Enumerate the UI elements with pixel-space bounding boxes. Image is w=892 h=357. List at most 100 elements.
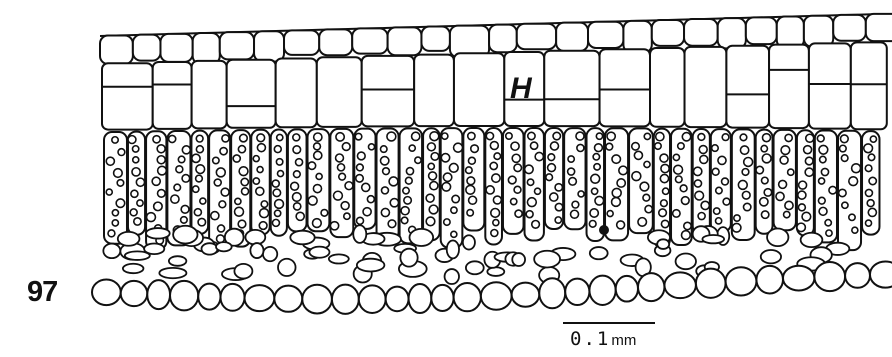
chloroplast — [700, 155, 708, 163]
spongy-cell — [263, 247, 277, 261]
chloroplast — [196, 165, 205, 174]
chloroplast — [117, 180, 124, 187]
spongy-cell — [159, 268, 186, 278]
chloroplast — [515, 210, 522, 217]
chloroplast — [171, 195, 179, 203]
chloroplast — [345, 182, 353, 190]
spongy-cell — [250, 243, 263, 258]
chloroplast — [493, 196, 501, 204]
chloroplast — [337, 164, 344, 171]
chloroplast — [606, 143, 613, 150]
chloroplast — [403, 187, 409, 193]
chloroplast — [153, 136, 160, 143]
chloroplast — [698, 134, 705, 141]
chloroplast — [660, 154, 668, 162]
chloroplast — [339, 173, 346, 180]
chloroplast — [821, 168, 828, 175]
chloroplast — [273, 189, 280, 196]
chloroplast — [112, 210, 118, 216]
epidermis-cell — [746, 17, 777, 44]
chloroplast — [868, 208, 876, 216]
chloroplast — [471, 145, 479, 153]
chloroplast — [595, 196, 604, 205]
lower-epidermis-cell — [409, 284, 432, 313]
chloroplast — [294, 203, 301, 210]
chloroplast — [405, 177, 412, 184]
chloroplast — [469, 196, 477, 204]
chloroplast — [443, 173, 451, 181]
chloroplast — [368, 144, 374, 150]
lower-epidermis-cell — [121, 281, 148, 306]
chloroplast — [380, 146, 387, 153]
chloroplast — [344, 213, 350, 219]
spongy-cell — [234, 264, 252, 279]
chloroplast — [870, 136, 876, 142]
chloroplast — [680, 185, 687, 192]
chloroplast — [241, 178, 248, 185]
chloroplast — [293, 134, 300, 141]
chloroplast — [572, 201, 579, 208]
chloroplast — [486, 186, 494, 194]
chloroplast — [607, 211, 613, 217]
chloroplast — [116, 199, 125, 208]
chloroplast — [277, 171, 283, 177]
chloroplast — [467, 177, 475, 185]
chloroplast — [776, 192, 784, 200]
chloroplast — [806, 134, 814, 142]
lower-epidermis-cell — [221, 284, 245, 311]
hypodermis-cell — [414, 55, 454, 127]
spongy-cell — [123, 264, 144, 273]
chloroplast — [576, 132, 584, 140]
chloroplast — [743, 203, 750, 210]
chloroplast — [849, 177, 858, 186]
spongy-cell — [309, 247, 329, 258]
chloroplast — [106, 189, 112, 195]
chloroplast — [740, 134, 747, 141]
chloroplast — [357, 217, 364, 224]
chloroplast — [508, 176, 516, 184]
epidermis-cell — [556, 23, 588, 51]
hypodermis-cell — [769, 45, 809, 129]
chloroplast — [701, 201, 709, 209]
palisade-layer — [104, 128, 879, 250]
chloroplast — [694, 180, 701, 187]
chloroplast — [257, 144, 265, 152]
chloroplast — [415, 157, 421, 163]
chloroplast — [451, 207, 457, 213]
chloroplast — [240, 134, 248, 142]
spongy-cell — [329, 254, 349, 263]
chloroplast — [839, 189, 846, 196]
chloroplast — [661, 200, 668, 207]
chloroplast — [178, 156, 185, 163]
chloroplast — [779, 180, 787, 188]
spongy-cell — [463, 235, 475, 249]
chloroplast — [466, 185, 475, 194]
chloroplast — [785, 201, 793, 209]
chloroplast — [336, 133, 344, 141]
chloroplast — [674, 165, 683, 174]
spongy-cell — [445, 269, 459, 284]
chloroplast — [607, 132, 615, 140]
chloroplast — [525, 165, 533, 173]
chloroplast — [762, 154, 771, 163]
chloroplast — [506, 133, 512, 139]
chloroplast — [663, 188, 669, 194]
chloroplast — [257, 167, 263, 173]
hypodermis-cell — [227, 60, 276, 128]
chloroplast — [181, 217, 188, 224]
spongy-cell — [125, 251, 150, 260]
chloroplast — [381, 208, 389, 216]
chloroplast — [196, 135, 203, 142]
chloroplast — [468, 132, 475, 139]
spongy-cell — [201, 243, 217, 254]
chloroplast — [296, 212, 304, 220]
chloroplast — [216, 168, 225, 177]
chloroplast — [826, 230, 832, 236]
chloroplast — [221, 188, 229, 196]
chloroplast — [784, 211, 790, 217]
spongy-cell — [216, 242, 232, 251]
chloroplast — [867, 200, 874, 207]
chloroplast — [840, 145, 847, 152]
lower-epidermis-cell — [92, 280, 121, 306]
scale-bar-label: 0.1mm — [570, 328, 636, 350]
